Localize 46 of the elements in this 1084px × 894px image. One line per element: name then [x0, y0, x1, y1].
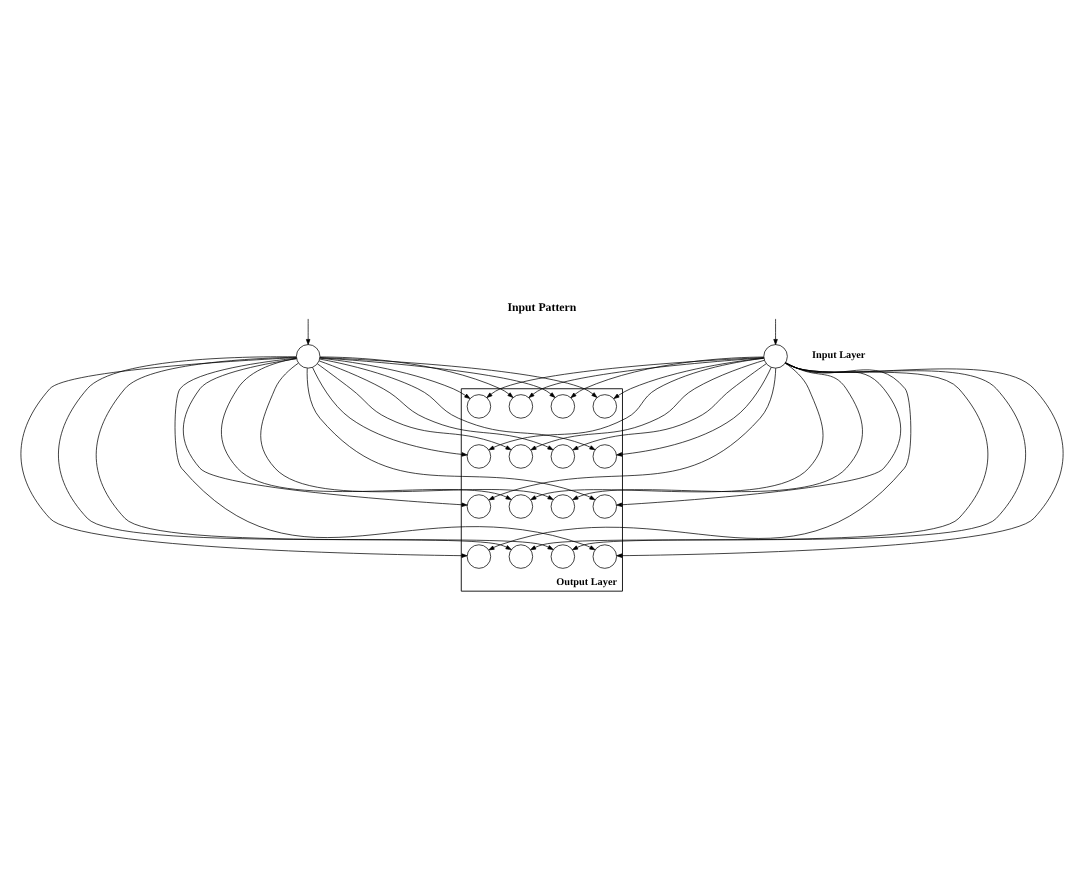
- arrow: [319, 357, 596, 450]
- arrow: [306, 366, 596, 500]
- arrow: [530, 358, 765, 450]
- arrow: [616, 361, 1064, 557]
- node-circle: [550, 493, 575, 518]
- arrow: [530, 361, 989, 550]
- node-circle: [466, 493, 492, 518]
- arrow: [182, 357, 468, 506]
- node-circle: [296, 343, 321, 368]
- node-circle: [508, 443, 534, 468]
- arrow: [773, 317, 778, 344]
- arrow: [616, 366, 772, 456]
- node-circle: [508, 543, 534, 568]
- node-circle: [763, 343, 788, 368]
- arrow: [530, 361, 824, 500]
- arrow: [488, 361, 912, 550]
- arrow: [572, 362, 767, 450]
- arrow: [528, 356, 765, 397]
- arrow: [317, 362, 512, 450]
- arrow: [58, 355, 512, 549]
- arrow: [312, 366, 468, 456]
- arrow: [319, 356, 471, 398]
- node-circle: [592, 443, 617, 468]
- arrow: [319, 356, 556, 397]
- node-circle: [466, 543, 492, 568]
- arrow: [319, 356, 598, 397]
- arrow: [174, 356, 596, 550]
- arrow: [570, 355, 765, 398]
- arrow: [221, 357, 512, 499]
- node-circle: [550, 543, 575, 568]
- arrow: [572, 361, 1026, 550]
- arrow: [488, 356, 765, 450]
- node-circle: [550, 443, 575, 468]
- arrow: [488, 366, 777, 500]
- node-circle: [466, 443, 492, 468]
- node-circle: [592, 543, 617, 568]
- arrow: [306, 317, 311, 344]
- node-circle: [592, 493, 617, 518]
- arrow: [572, 361, 863, 500]
- arrow: [95, 355, 554, 549]
- arrow: [260, 361, 554, 499]
- arrow: [486, 356, 765, 397]
- arrow: [318, 359, 554, 450]
- node-circle: [508, 493, 534, 518]
- arrow: [319, 355, 514, 397]
- arrow: [20, 356, 468, 557]
